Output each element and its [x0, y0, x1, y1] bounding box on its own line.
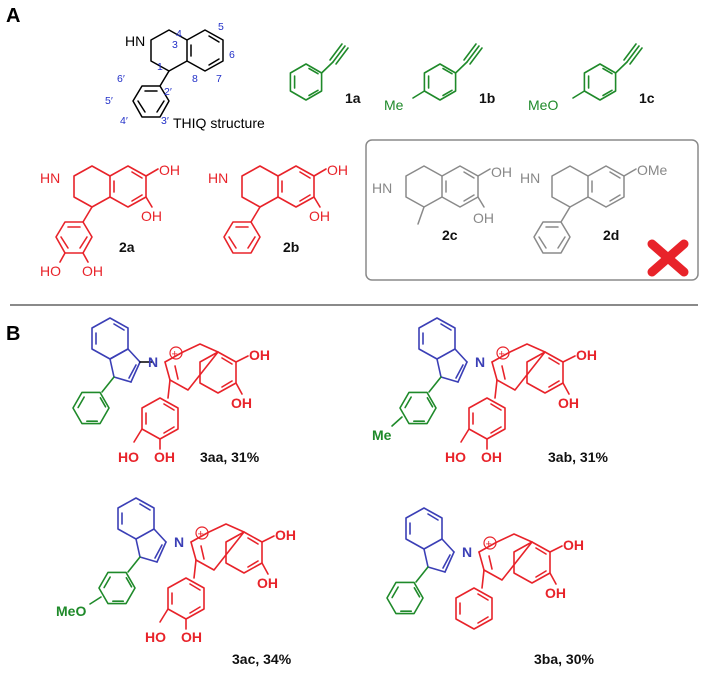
thiq-2c [405, 165, 491, 225]
locant-6p: 6′ [117, 73, 125, 85]
thiq-2d [533, 165, 637, 254]
thiq-2a-oh-top: OH [159, 162, 180, 178]
product-3ba-charge [483, 536, 497, 550]
thiq-2a-hn: HN [40, 170, 60, 186]
product-3aa-oh-ring: OH [154, 449, 175, 465]
product-3ba [381, 507, 563, 630]
label-3ac: 3ac, 34% [232, 651, 292, 667]
locant-6: 6 [229, 49, 235, 61]
thiq-2a [55, 165, 159, 263]
label-1b: 1b [479, 90, 495, 106]
thiq-2d-hn: HN [520, 170, 540, 186]
product-3ab-oh-bottom: OH [558, 395, 579, 411]
thiq-2c-oh-bottom: OH [473, 210, 494, 226]
thiq-nh-label: HN [125, 33, 145, 49]
excluded-substrates-box [365, 139, 699, 281]
thiq-2c-hn: HN [372, 180, 392, 196]
product-3ab-charge [496, 346, 510, 360]
product-3ac-oh-ring: OH [181, 629, 202, 645]
thiq-2d-ome: OMe [637, 162, 668, 178]
locant-5p: 5′ [105, 95, 113, 107]
thiq-2b-oh-top: OH [327, 162, 348, 178]
label-1a: 1a [345, 90, 361, 106]
thiq-2c-oh-top: OH [491, 164, 512, 180]
label-2b: 2b [283, 239, 299, 255]
product-3ba-n: N [462, 544, 472, 560]
product-3ac [89, 497, 275, 630]
locant-2p: 2′ [164, 86, 172, 98]
alkyne-1b [412, 43, 483, 101]
product-3ab-oh-ring: OH [481, 449, 502, 465]
product-3ba-oh-top: OH [563, 537, 584, 553]
product-3aa-oh-bottom: OH [231, 395, 252, 411]
product-3ab-n: N [475, 354, 485, 370]
locant-4p: 4′ [120, 115, 128, 127]
product-3ba-oh-bottom: OH [545, 585, 566, 601]
label-1c: 1c [639, 90, 655, 106]
red-cross-icon [647, 239, 689, 277]
thiq-2a-ho-left: HO [40, 263, 61, 279]
label-2d: 2d [603, 227, 619, 243]
label-3ba: 3ba, 30% [534, 651, 594, 667]
product-3ac-charge [195, 526, 209, 540]
product-3ba-plus: + [486, 539, 492, 551]
locant-5: 5 [218, 21, 224, 33]
thiq-2b-hn: HN [208, 170, 228, 186]
product-3aa-ho: HO [118, 449, 139, 465]
label-2c: 2c [442, 227, 458, 243]
product-3ac-oh-top: OH [275, 527, 296, 543]
thiq-2b [223, 165, 327, 254]
locant-1: 1 [157, 61, 163, 73]
label-3ab: 3ab, 31% [548, 449, 608, 465]
product-3aa-plus: + [172, 349, 178, 361]
product-3aa-charge [169, 346, 183, 360]
alkyne-1a [289, 43, 349, 101]
product-3ab-oh-top: OH [576, 347, 597, 363]
thiq-caption: THIQ structure [173, 115, 265, 131]
thiq-structure [132, 29, 224, 118]
alkyne-1b-me: Me [384, 97, 404, 113]
product-3ab-plus: + [499, 349, 505, 361]
alkyne-1c [572, 43, 643, 101]
product-3ac-ho: HO [145, 629, 166, 645]
thiq-2b-oh-bottom: OH [309, 208, 330, 224]
locant-8: 8 [192, 73, 198, 85]
product-3ac-meo: MeO [56, 603, 86, 619]
locant-3: 3 [172, 39, 178, 51]
product-3aa-oh-top: OH [249, 347, 270, 363]
product-3ab [391, 317, 576, 450]
product-3aa-n: N [148, 354, 158, 370]
product-3aa [67, 317, 249, 450]
locant-3p: 3′ [161, 115, 169, 127]
alkyne-1c-meo: MeO [528, 97, 558, 113]
label-2a: 2a [119, 239, 135, 255]
product-3ac-oh-bottom: OH [257, 575, 278, 591]
thiq-2a-oh-bottom: OH [141, 208, 162, 224]
panel-label-b: B [6, 323, 20, 345]
product-3ac-plus: + [198, 529, 204, 541]
product-3ac-n: N [174, 534, 184, 550]
product-3ab-ho: HO [445, 449, 466, 465]
product-3ab-me: Me [372, 427, 392, 443]
label-3aa: 3aa, 31% [200, 449, 260, 465]
locant-7: 7 [216, 73, 222, 85]
thiq-2a-oh-right: OH [82, 263, 103, 279]
locant-4: 4 [176, 28, 182, 40]
panel-label-a: A [6, 5, 20, 27]
